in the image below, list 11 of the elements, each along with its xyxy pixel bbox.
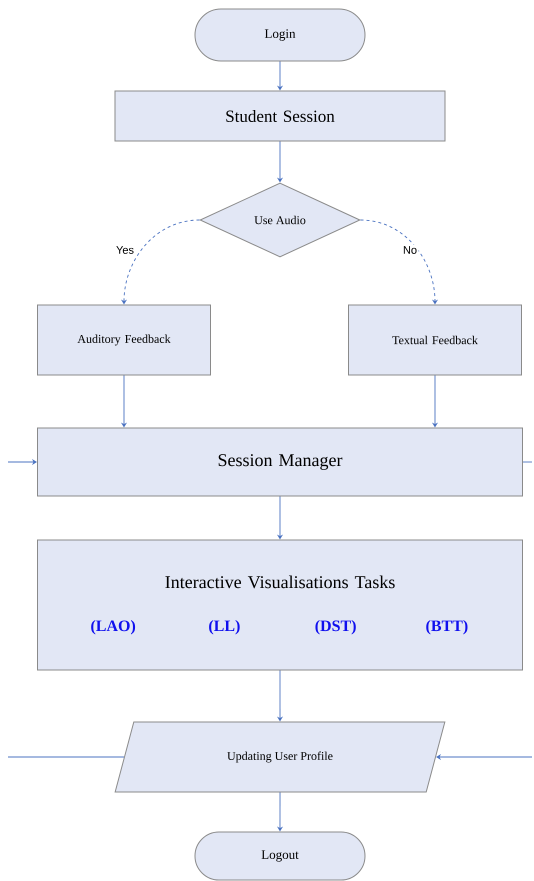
terminal-box: Logout: [194, 832, 366, 880]
process-box: Auditory Feedback: [37, 304, 211, 376]
process-box: Student Session: [114, 90, 446, 142]
process-box: Textual Feedback: [348, 304, 522, 376]
io-parallelogram: Updating User Profile: [114, 722, 446, 792]
terminal-box: Login: [194, 8, 366, 62]
process-box: Interactive Visualisations Tasks (LAO) (LL) (DST) (BTT): [37, 540, 523, 670]
edge-label: No: [401, 244, 419, 256]
edge-label: Yes: [114, 244, 136, 256]
process-box: Session Manager: [37, 428, 523, 496]
arrow: [360, 220, 438, 304]
